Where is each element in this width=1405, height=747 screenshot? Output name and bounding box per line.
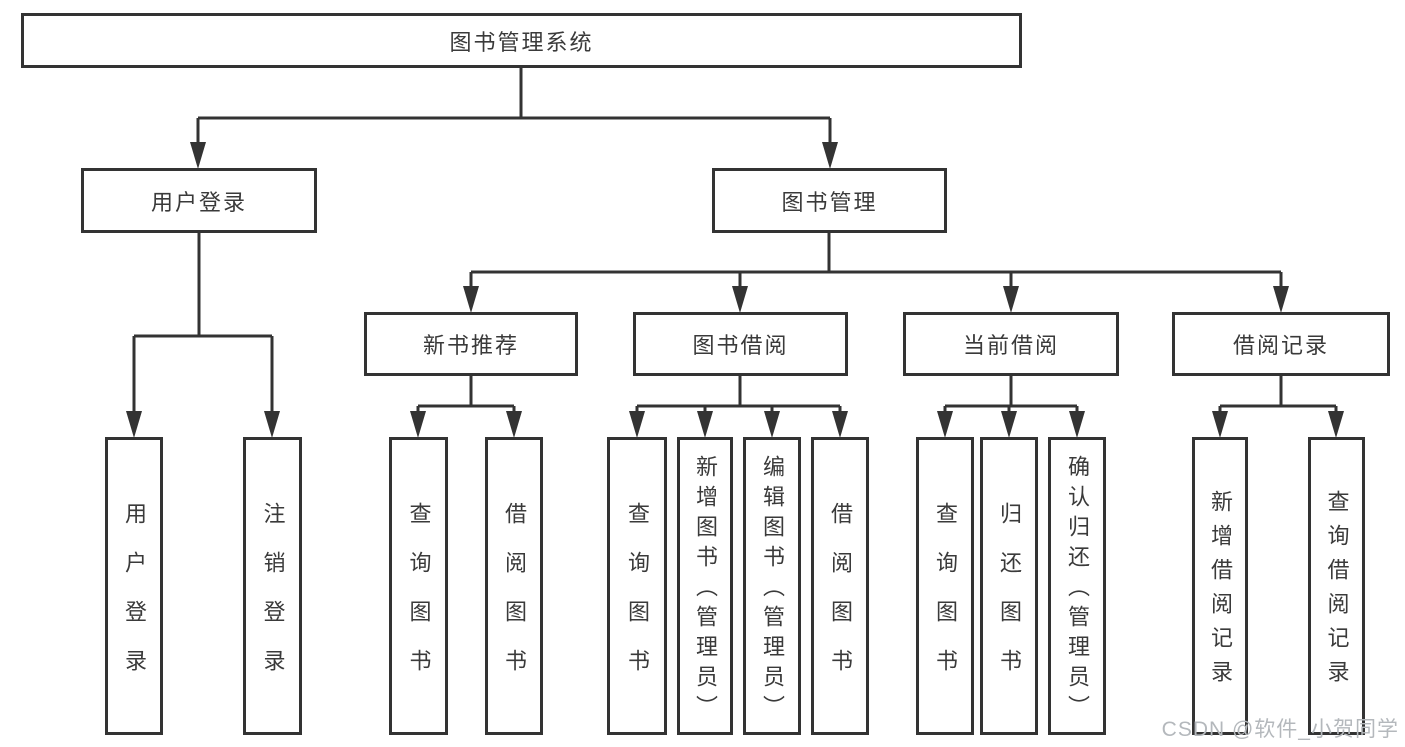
node-label: 借阅记录 — [1232, 333, 1329, 358]
node-label: 图书借阅 — [692, 333, 789, 358]
node-label: 确认归还（管理员） — [1065, 455, 1090, 725]
node-label: 查询图书 — [625, 501, 650, 698]
leaf-query-borrow-record: 查询借阅记录 — [1308, 437, 1365, 735]
node-label: 新增借阅记录 — [1208, 490, 1233, 694]
connector-book-borrowing — [629, 375, 848, 438]
node-label: 编辑图书（管理员） — [760, 455, 785, 725]
leaf-return-book: 归还图书 — [980, 437, 1038, 735]
node-label: 新增图书（管理员） — [693, 455, 718, 725]
leaf-borrow-book-borrowing: 借阅图书 — [811, 437, 869, 735]
node-label: 查询借阅记录 — [1324, 490, 1350, 694]
connector-current-borrowing — [937, 375, 1085, 438]
connector-new-book-recommend — [410, 375, 522, 438]
connector-user-login — [126, 231, 280, 438]
node-current-borrowing: 当前借阅 — [903, 312, 1119, 376]
node-book-borrowing: 图书借阅 — [633, 312, 848, 376]
node-library-management-system: 图书管理系统 — [21, 13, 1022, 68]
node-label: 借阅图书 — [828, 501, 853, 698]
node-label: 借阅图书 — [502, 501, 527, 698]
leaf-query-book-recommend: 查询图书 — [389, 437, 448, 735]
leaf-user-login: 用户登录 — [105, 437, 163, 735]
node-label: 用户登录 — [150, 189, 247, 215]
node-label: 注销登录 — [260, 501, 286, 698]
leaf-query-book-borrowing: 查询图书 — [607, 437, 667, 735]
node-new-book-recommend: 新书推荐 — [364, 312, 578, 376]
node-user-login: 用户登录 — [81, 168, 317, 233]
node-label: 查询图书 — [933, 501, 958, 698]
node-label: 新书推荐 — [422, 333, 519, 358]
watermark: CSDN @软件_小贺同学 — [1161, 718, 1399, 741]
connector-book-management — [463, 231, 1289, 313]
leaf-add-book-admin: 新增图书（管理员） — [677, 437, 733, 735]
node-label: 查询图书 — [406, 501, 432, 698]
leaf-confirm-return-admin: 确认归还（管理员） — [1048, 437, 1106, 735]
node-label: 图书管理系统 — [449, 29, 594, 55]
leaf-logout-login: 注销登录 — [243, 437, 302, 735]
node-label: 图书管理 — [781, 189, 878, 215]
leaf-add-borrow-record: 新增借阅记录 — [1192, 437, 1248, 735]
leaf-query-book-current: 查询图书 — [916, 437, 974, 735]
node-label: 归还图书 — [997, 501, 1022, 698]
leaf-borrow-book-recommend: 借阅图书 — [485, 437, 543, 735]
node-borrowing-records: 借阅记录 — [1172, 312, 1390, 376]
connector-root — [190, 66, 838, 169]
node-label: 用户登录 — [122, 501, 147, 698]
node-label: 当前借阅 — [962, 333, 1059, 358]
connector-borrowing-records — [1212, 375, 1344, 438]
node-book-management: 图书管理 — [712, 168, 947, 233]
leaf-edit-book-admin: 编辑图书（管理员） — [743, 437, 801, 735]
